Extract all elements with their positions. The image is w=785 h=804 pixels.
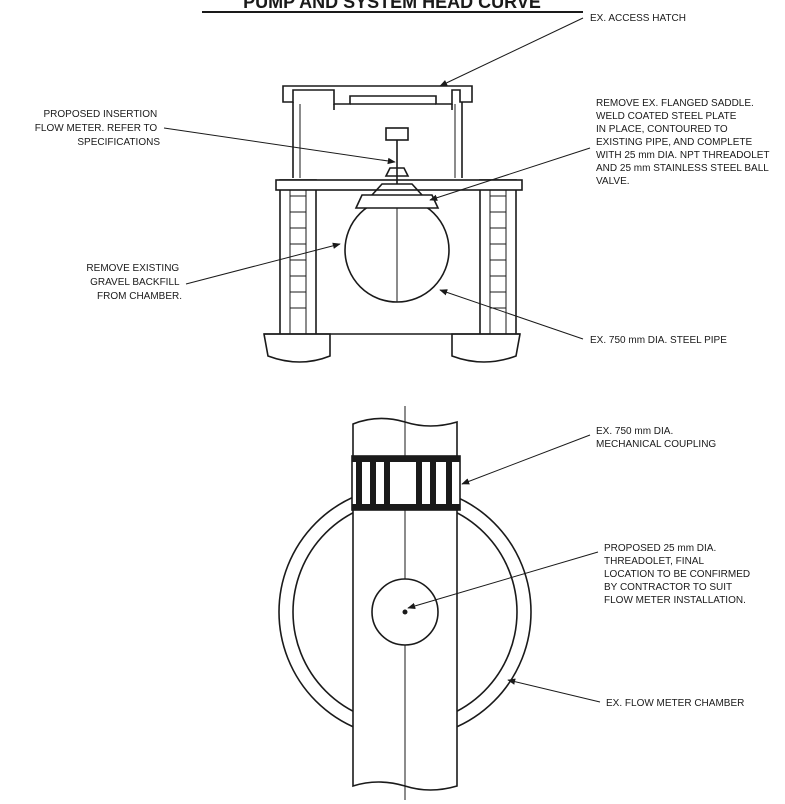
- callout-line: EX. FLOW METER CHAMBER: [606, 698, 744, 709]
- section-view: [263, 85, 523, 363]
- drawing-title: PUMP AND SYSTEM HEAD CURVE: [243, 0, 541, 12]
- callout-line: GRAVEL BACKFILL: [90, 277, 180, 288]
- callout-line: WELD COATED STEEL PLATE: [596, 111, 737, 122]
- callout-chamber: EX. FLOW METER CHAMBER: [606, 698, 744, 709]
- callout-line: IN PLACE, CONTOURED TO: [596, 124, 728, 135]
- callout-line: MECHANICAL COUPLING: [596, 439, 716, 450]
- plan-view: [278, 406, 532, 800]
- callout-line: EX. 750 mm DIA.: [596, 426, 673, 437]
- mechanical-coupling: [351, 455, 461, 511]
- callout-line: EX. ACCESS HATCH: [590, 13, 686, 24]
- callout-line: AND 25 mm STAINLESS STEEL BALL: [596, 163, 769, 174]
- callout-line: PROPOSED 25 mm DIA.: [604, 543, 716, 554]
- callout-line: EXISTING PIPE, AND COMPLETE: [596, 137, 752, 148]
- callout-line: REMOVE EX. FLANGED SADDLE.: [596, 98, 754, 109]
- chamber-top-rail: [275, 179, 523, 191]
- callout-line: THREADOLET, FINAL: [604, 556, 704, 567]
- callout-access-hatch: EX. ACCESS HATCH: [590, 13, 686, 24]
- callout-gravel: REMOVE EXISTING GRAVEL BACKFILL FROM CHA…: [86, 263, 182, 302]
- chamber-base-right: [451, 333, 521, 363]
- callout-line: SPECIFICATIONS: [77, 137, 160, 148]
- access-hatch: [282, 85, 473, 178]
- callout-line: FROM CHAMBER.: [97, 291, 182, 302]
- callout-line: BY CONTRACTOR TO SUIT: [604, 582, 732, 593]
- callout-line: REMOVE EXISTING: [86, 263, 179, 274]
- callout-line: FLOW METER INSTALLATION.: [604, 595, 746, 606]
- insertion-flow-meter: [384, 127, 410, 184]
- callout-line: WITH 25 mm DIA. NPT THREADOLET: [596, 150, 769, 161]
- callout-threadolet: PROPOSED 25 mm DIA. THREADOLET, FINAL LO…: [604, 543, 753, 606]
- chamber-base-left: [263, 333, 331, 363]
- callout-coupling: EX. 750 mm DIA. MECHANICAL COUPLING: [596, 426, 716, 450]
- leader-lines: [163, 17, 601, 703]
- callout-line: FLOW METER. REFER TO: [35, 123, 158, 134]
- callout-saddle: REMOVE EX. FLANGED SADDLE. WELD COATED S…: [596, 98, 772, 187]
- chamber-wall-right: [479, 179, 517, 337]
- callout-line: LOCATION TO BE CONFIRMED: [604, 569, 750, 580]
- callout-line: VALVE.: [596, 176, 630, 187]
- callout-line: PROPOSED INSERTION: [43, 109, 157, 120]
- callout-line: EX. 750 mm DIA. STEEL PIPE: [590, 335, 727, 346]
- callout-flow-meter: PROPOSED INSERTION FLOW METER. REFER TO …: [35, 109, 161, 148]
- callout-steel-pipe: EX. 750 mm DIA. STEEL PIPE: [590, 335, 727, 346]
